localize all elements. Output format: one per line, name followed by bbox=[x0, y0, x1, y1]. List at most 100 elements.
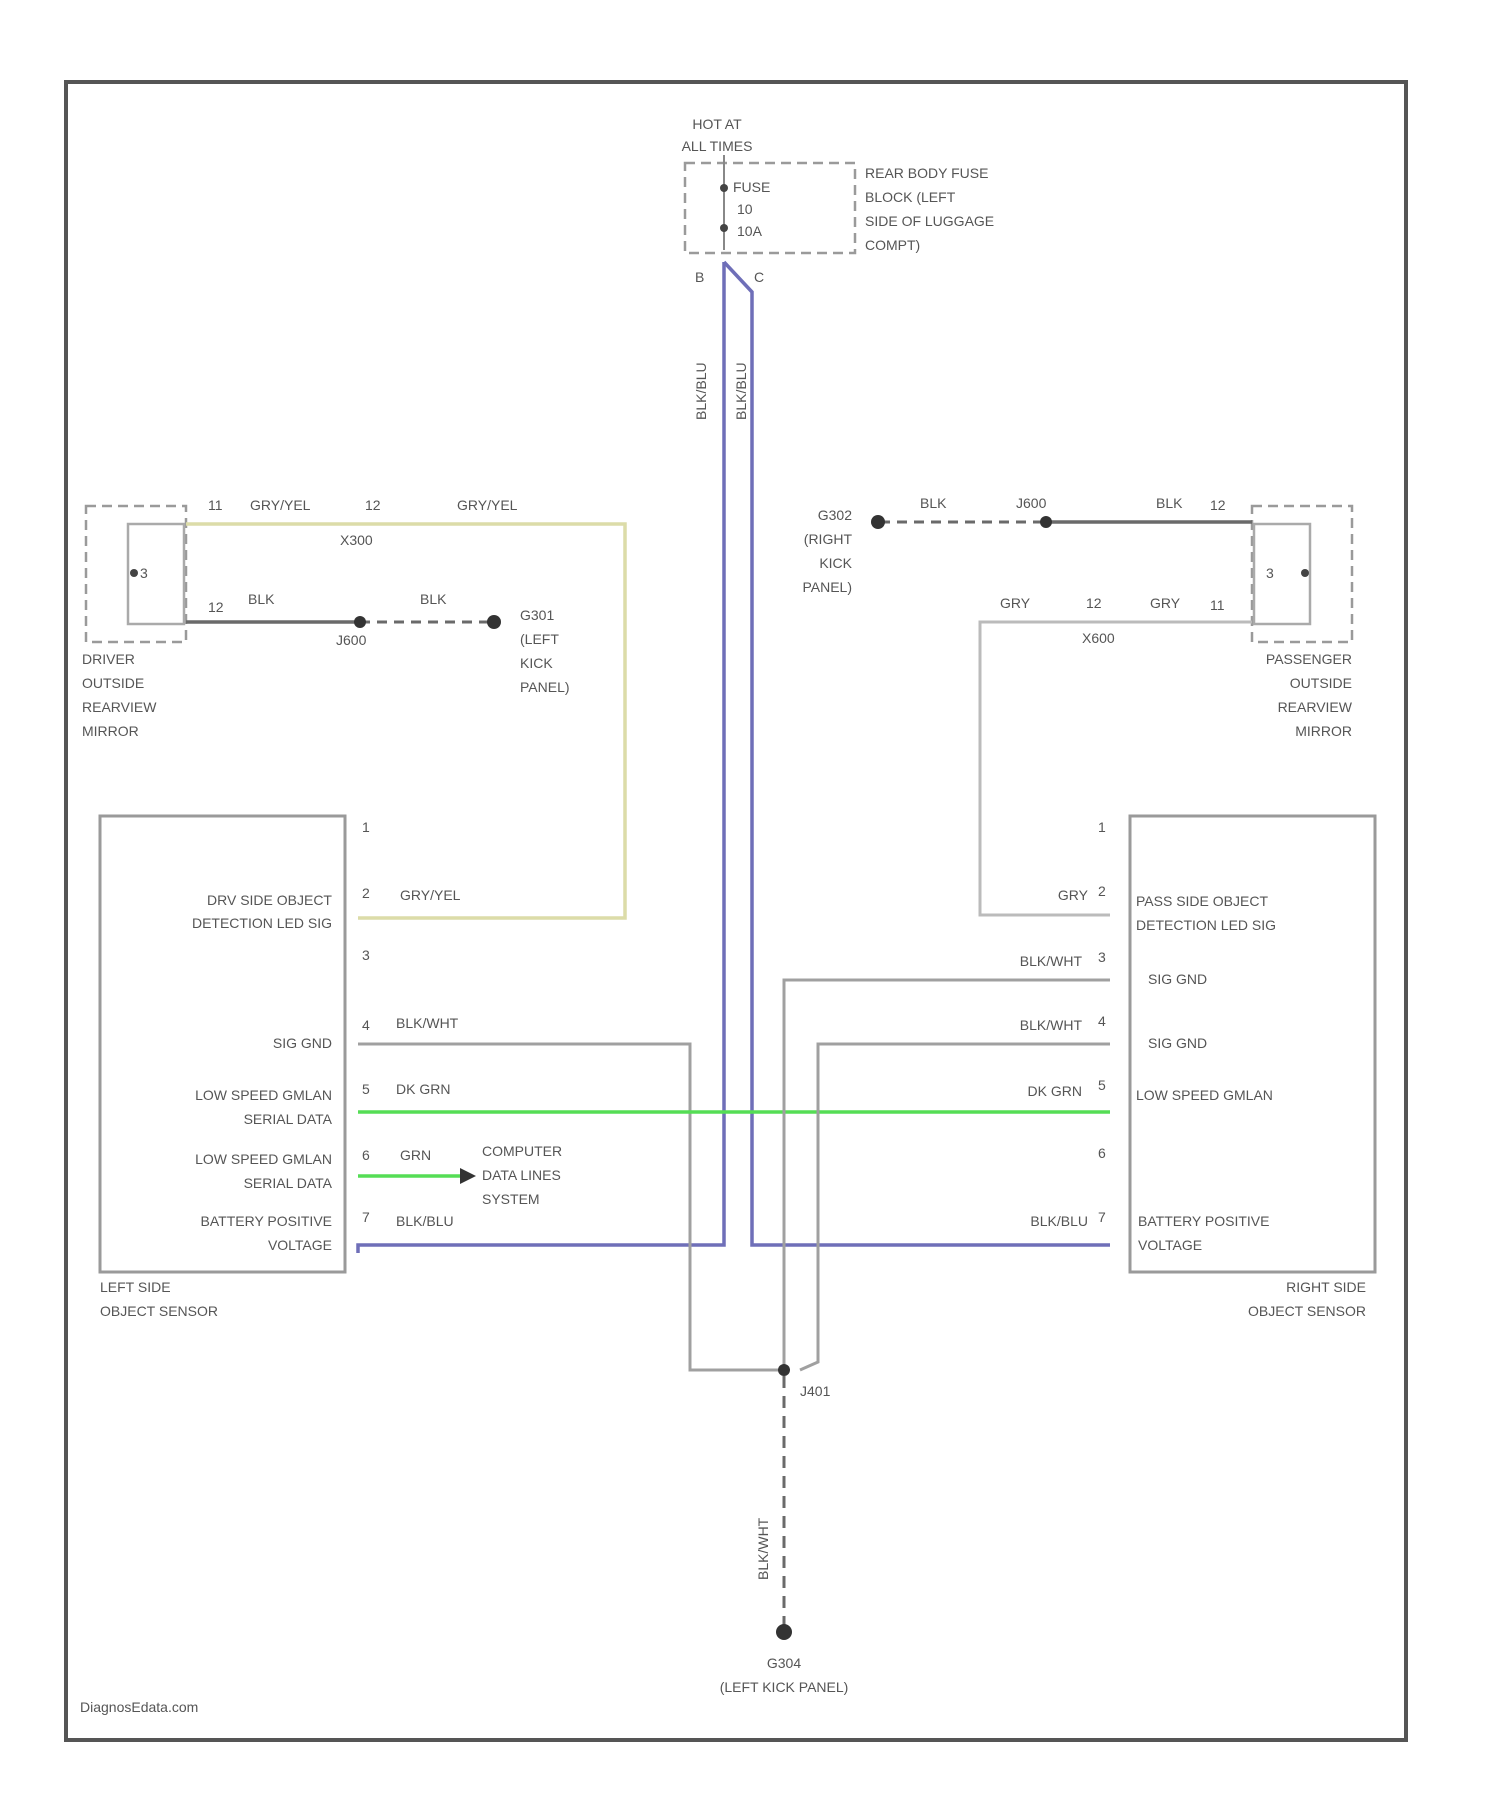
left-sensor-name-2: OBJECT SENSOR bbox=[100, 1303, 218, 1319]
left-p5-label-2: SERIAL DATA bbox=[244, 1111, 333, 1127]
driver-mirror-wire-top2: GRY/YEL bbox=[457, 497, 518, 513]
wire-blk-wht-right-p3 bbox=[784, 980, 1110, 1370]
driver-mirror-name-1: DRIVER bbox=[82, 651, 135, 667]
left-pin-2: 2 bbox=[362, 885, 370, 901]
driver-ground-3: KICK bbox=[520, 655, 553, 671]
right-wire-p4: BLK/WHT bbox=[1020, 1017, 1083, 1033]
ground-splice-dot bbox=[778, 1364, 790, 1376]
right-p4-label: SIG GND bbox=[1148, 1035, 1207, 1051]
fuse-pin-c: C bbox=[754, 269, 764, 285]
driver-ground-1: G301 bbox=[520, 607, 554, 623]
passenger-mirror-inner-pin: 3 bbox=[1266, 565, 1274, 581]
fuse-number: 10 bbox=[737, 201, 753, 217]
passenger-ground-3: KICK bbox=[819, 555, 852, 571]
ground-dot bbox=[776, 1624, 792, 1640]
fuse-wire-right-label: BLK/BLU bbox=[733, 362, 749, 420]
left-p5-label-1: LOW SPEED GMLAN bbox=[195, 1087, 332, 1103]
passenger-mirror-wire-bottom2: GRY bbox=[1150, 595, 1181, 611]
right-pin-7: 7 bbox=[1098, 1209, 1106, 1225]
driver-mirror-pin-top: 11 bbox=[208, 497, 223, 513]
fuse-label: FUSE bbox=[733, 179, 770, 195]
fuse-location-4: COMPT) bbox=[865, 237, 920, 253]
passenger-mirror-pin-bottom: 11 bbox=[1210, 597, 1225, 613]
left-wire-p5: DK GRN bbox=[396, 1081, 450, 1097]
passenger-mirror-name-4: MIRROR bbox=[1295, 723, 1352, 739]
computer-label-2: DATA LINES bbox=[482, 1167, 561, 1183]
driver-mirror-inner-pin: 3 bbox=[140, 565, 148, 581]
left-pin-3: 3 bbox=[362, 947, 370, 963]
passenger-mirror-conn-pin: 12 bbox=[1086, 595, 1102, 611]
driver-ground-2: (LEFT bbox=[520, 631, 559, 647]
right-wire-p2: GRY bbox=[1058, 887, 1089, 903]
right-pin-2: 2 bbox=[1098, 883, 1106, 899]
passenger-mirror-name-2: OUTSIDE bbox=[1290, 675, 1352, 691]
fuse-pin-b: B bbox=[695, 269, 704, 285]
left-wire-p6: GRN bbox=[400, 1147, 431, 1163]
right-p2-label-2: DETECTION LED SIG bbox=[1136, 917, 1276, 933]
left-p2-label-1: DRV SIDE OBJECT bbox=[207, 892, 332, 908]
right-p5-label: LOW SPEED GMLAN bbox=[1136, 1087, 1273, 1103]
driver-mirror-pin-bottom: 12 bbox=[208, 599, 224, 615]
computer-arrow-icon bbox=[460, 1168, 476, 1184]
watermark: DiagnosEdata.com bbox=[80, 1699, 198, 1715]
passenger-ground-1: G302 bbox=[818, 507, 852, 523]
driver-mirror-name-4: MIRROR bbox=[82, 723, 139, 739]
fuse-hot-at-1: HOT AT bbox=[692, 116, 742, 132]
passenger-mirror-wire-top2: BLK bbox=[1156, 495, 1183, 511]
right-wire-p3: BLK/WHT bbox=[1020, 953, 1083, 969]
driver-splice-dot bbox=[354, 616, 366, 628]
left-p7-label-2: VOLTAGE bbox=[268, 1237, 332, 1253]
left-pin-6: 6 bbox=[362, 1147, 370, 1163]
driver-mirror-wire-bottom2: BLK bbox=[420, 591, 447, 607]
left-wire-p7: BLK/BLU bbox=[396, 1213, 454, 1229]
left-p2-label-2: DETECTION LED SIG bbox=[192, 915, 332, 931]
left-wire-p2: GRY/YEL bbox=[400, 887, 461, 903]
passenger-splice-dot bbox=[1040, 516, 1052, 528]
right-p7-label-1: BATTERY POSITIVE bbox=[1138, 1213, 1269, 1229]
fuse-location-2: BLOCK (LEFT bbox=[865, 189, 956, 205]
ground-label-1: G304 bbox=[767, 1655, 801, 1671]
driver-mirror-name-2: OUTSIDE bbox=[82, 675, 144, 691]
driver-ground-dot bbox=[487, 615, 501, 629]
wire-blk-blu-left bbox=[358, 262, 724, 1253]
driver-mirror-wire-top: GRY/YEL bbox=[250, 497, 311, 513]
right-wire-p5: DK GRN bbox=[1028, 1083, 1082, 1099]
passenger-mirror-name-1: PASSENGER bbox=[1266, 651, 1352, 667]
fuse-location-1: REAR BODY FUSE bbox=[865, 165, 988, 181]
passenger-mirror-pin-top: 12 bbox=[1210, 497, 1226, 513]
passenger-ground-2: (RIGHT bbox=[804, 531, 853, 547]
right-pin-4: 4 bbox=[1098, 1013, 1106, 1029]
driver-mirror-wire-bottom: BLK bbox=[248, 591, 275, 607]
passenger-mirror-wire-top: BLK bbox=[920, 495, 947, 511]
driver-mirror-splice: J600 bbox=[336, 632, 367, 648]
ground-splice-label: J401 bbox=[800, 1383, 831, 1399]
passenger-ground-4: PANEL) bbox=[802, 579, 852, 595]
fuse-block-outline bbox=[685, 163, 855, 253]
diagram-frame bbox=[66, 82, 1406, 1740]
driver-mirror-name-3: REARVIEW bbox=[82, 699, 157, 715]
fuse-hot-at-2: ALL TIMES bbox=[682, 138, 753, 154]
ground-label-2: (LEFT KICK PANEL) bbox=[720, 1679, 849, 1695]
ground-wire-label: BLK/WHT bbox=[755, 1517, 771, 1580]
driver-mirror-conn-pin: 12 bbox=[365, 497, 381, 513]
left-p6-label-1: LOW SPEED GMLAN bbox=[195, 1151, 332, 1167]
computer-label-1: COMPUTER bbox=[482, 1143, 562, 1159]
fuse-rating: 10A bbox=[737, 223, 763, 239]
fuse-wire-left-label: BLK/BLU bbox=[693, 362, 709, 420]
driver-mirror-conn: X300 bbox=[340, 532, 373, 548]
passenger-mirror-conn: X600 bbox=[1082, 630, 1115, 646]
left-p4-label: SIG GND bbox=[273, 1035, 332, 1051]
left-pin-4: 4 bbox=[362, 1017, 370, 1033]
right-p7-label-2: VOLTAGE bbox=[1138, 1237, 1202, 1253]
left-sensor-name-1: LEFT SIDE bbox=[100, 1279, 171, 1295]
computer-label-3: SYSTEM bbox=[482, 1191, 540, 1207]
left-pin-1: 1 bbox=[362, 819, 370, 835]
fuse-location-3: SIDE OF LUGGAGE bbox=[865, 213, 994, 229]
left-pin-5: 5 bbox=[362, 1081, 370, 1097]
passenger-ground-dot bbox=[871, 515, 885, 529]
driver-ground-4: PANEL) bbox=[520, 679, 570, 695]
passenger-mirror-wire-bottom: GRY bbox=[1000, 595, 1031, 611]
right-p3-label: SIG GND bbox=[1148, 971, 1207, 987]
wire-gry-passenger bbox=[980, 622, 1252, 915]
right-pin-6: 6 bbox=[1098, 1145, 1106, 1161]
